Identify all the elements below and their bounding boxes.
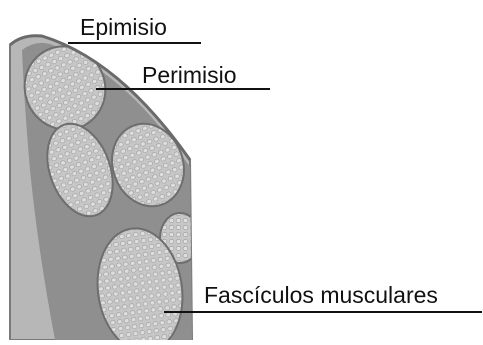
leader-line-fasciculos [164,311,482,313]
leader-line-epimisio [68,42,201,44]
leader-line-perimisio [96,88,270,90]
label-fasciculos-musculares: Fascículos musculares [204,284,438,307]
label-epimisio: Epimisio [80,16,167,39]
label-perimisio: Perimisio [142,64,237,87]
